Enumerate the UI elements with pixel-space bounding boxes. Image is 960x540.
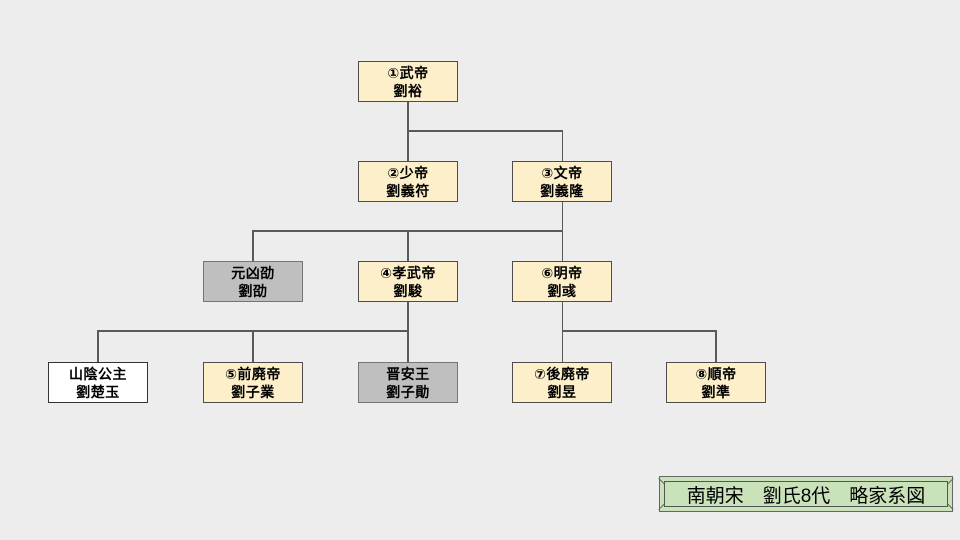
node-former-deposed-emperor: ⑤前廃帝 劉子業 [203, 362, 303, 403]
node-emperor-ming: ⑥明帝 劉彧 [512, 261, 612, 302]
node-emperor-wu: ①武帝 劉裕 [358, 61, 458, 102]
node-title: 元凶劭 [231, 264, 275, 281]
node-later-deposed-emperor: ⑦後廃帝 劉昱 [512, 362, 612, 403]
node-title: ①武帝 [387, 64, 429, 81]
diagram-title: 南朝宋 劉氏8代 略家系図 [664, 481, 948, 507]
connector-line [252, 330, 254, 362]
node-person-name: 劉劭 [238, 282, 268, 299]
node-title: ⑦後廃帝 [534, 365, 590, 382]
connector-line [561, 202, 563, 261]
node-person-name: 劉彧 [547, 282, 577, 299]
node-title: ④孝武帝 [380, 264, 436, 281]
node-person-name: 劉子業 [231, 383, 275, 400]
node-person-name: 劉昱 [547, 383, 577, 400]
bevel-corner [947, 503, 954, 510]
connector-line [407, 230, 409, 261]
connector-line [407, 130, 563, 132]
connector-line [561, 130, 563, 161]
node-princess-shanyin: 山陰公主 劉楚玉 [48, 362, 148, 403]
node-title: ②少帝 [387, 164, 429, 181]
node-title: ⑤前廃帝 [225, 365, 281, 382]
connector-line [97, 330, 99, 362]
node-person-name: 劉駿 [393, 282, 423, 299]
connector-line [715, 330, 717, 362]
node-title: ⑧順帝 [695, 365, 737, 382]
node-emperor-shao: ②少帝 劉義符 [358, 161, 458, 202]
node-person-name: 劉楚玉 [76, 383, 120, 400]
node-yuanxiong-shao: 元凶劭 劉劭 [203, 261, 303, 302]
node-title: ③文帝 [541, 164, 583, 181]
node-title: 晋安王 [386, 365, 430, 382]
diagram-title-plate: 南朝宋 劉氏8代 略家系図 [658, 476, 954, 512]
node-title: 山陰公主 [69, 365, 127, 382]
connector-line [407, 302, 409, 362]
connector-line [252, 230, 254, 261]
node-person-name: 劉義符 [386, 182, 430, 199]
node-person-name: 劉裕 [393, 82, 423, 99]
connector-line [407, 102, 409, 161]
node-title: ⑥明帝 [541, 264, 583, 281]
node-person-name: 劉準 [701, 383, 731, 400]
node-emperor-shun: ⑧順帝 劉準 [666, 362, 766, 403]
bevel-corner [947, 478, 954, 485]
connector-line [561, 330, 716, 332]
node-emperor-wen: ③文帝 劉義隆 [512, 161, 612, 202]
node-person-name: 劉義隆 [540, 182, 584, 199]
node-prince-jinan: 晋安王 劉子勛 [358, 362, 458, 403]
connector-line [561, 302, 563, 362]
node-person-name: 劉子勛 [386, 383, 430, 400]
node-emperor-xiaowu: ④孝武帝 劉駿 [358, 261, 458, 302]
